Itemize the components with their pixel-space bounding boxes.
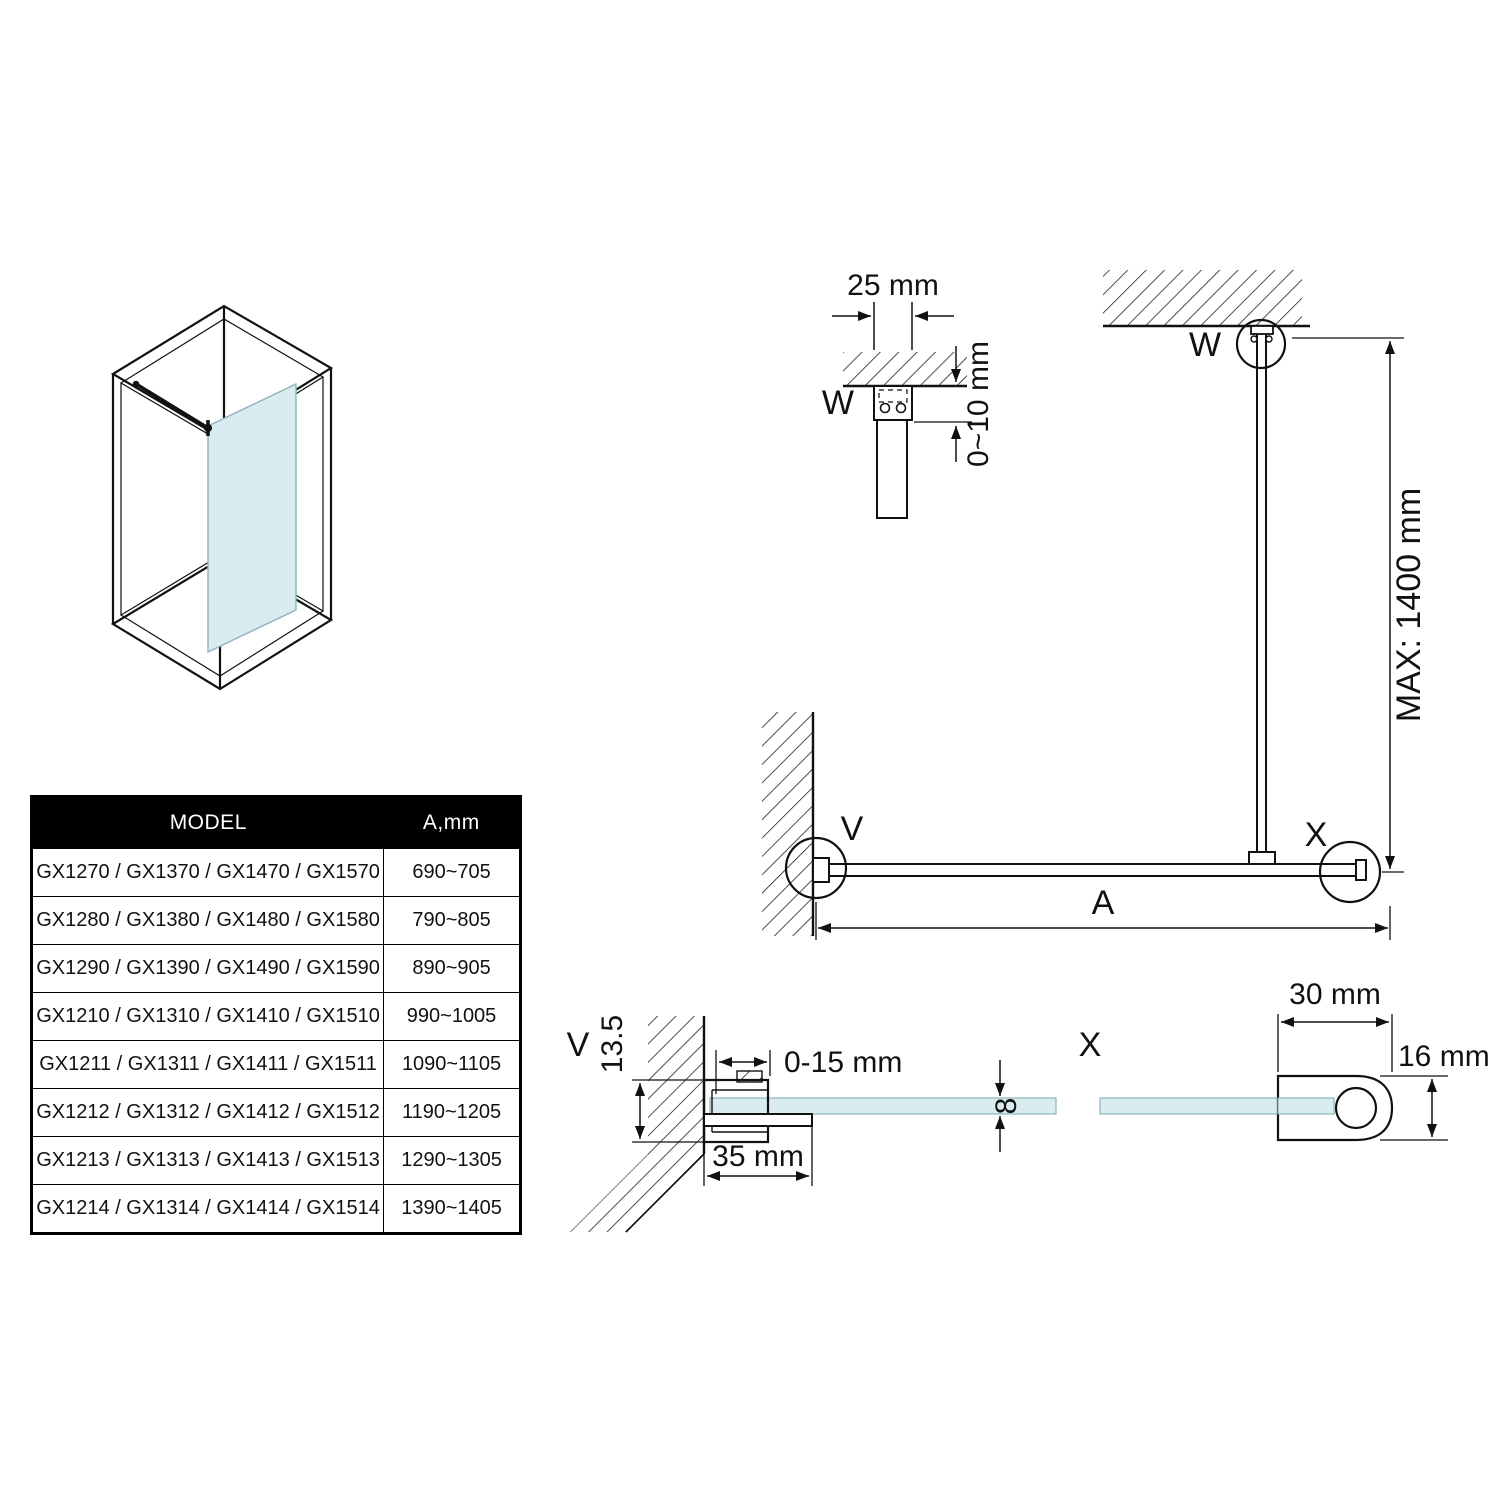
model-cell: GX1210 / GX1310 / GX1410 / GX1510	[30, 992, 385, 1041]
detail-callout-x-circle	[1318, 840, 1382, 904]
dimension-cell: 990~1005	[383, 992, 521, 1041]
isometric-view	[110, 304, 334, 691]
table-row: GX1210 / GX1310 / GX1410 / GX1510 990~10…	[30, 992, 521, 1041]
dimension-cell: 1390~1405	[383, 1184, 521, 1234]
detail-w-label: W	[822, 384, 854, 422]
table-row: GX1290 / GX1390 / GX1490 / GX1590 890~90…	[30, 944, 521, 993]
wall-hatch	[762, 712, 813, 936]
bottom-flange	[703, 1113, 813, 1127]
dimension-cell: 690~705	[383, 848, 521, 897]
table-row: GX1270 / GX1370 / GX1470 / GX1570 690~70…	[30, 848, 521, 897]
support-bar	[132, 380, 212, 436]
end-cap-nub	[1355, 859, 1367, 881]
dim-8mm-label: 8	[990, 1098, 1023, 1115]
screw-icon	[879, 402, 891, 414]
dim-25mm-label: 25 mm	[847, 269, 939, 302]
model-column-header: MODEL	[31, 796, 384, 849]
dimension-cell: 1190~1205	[383, 1088, 521, 1137]
screw-icon	[1265, 335, 1273, 343]
elevation-view: W V X MAX: 1400 mm	[762, 270, 1428, 940]
dim-max-1400	[1292, 337, 1404, 873]
dim-0-15mm-label: 0-15 mm	[784, 1046, 902, 1079]
dimension-column-header: A,mm	[383, 796, 521, 849]
table-row: GX1211 / GX1311 / GX1411 / GX1511 1090~1…	[30, 1040, 521, 1089]
dim-25mm	[832, 302, 954, 350]
dim-13-5-label: 13.5	[596, 1015, 629, 1073]
model-cell: GX1212 / GX1312 / GX1412 / GX1512	[30, 1088, 385, 1137]
dim-35mm	[703, 1126, 813, 1186]
detail-callout-w-circle	[1235, 318, 1287, 370]
detail-x: X 30 mm 16 mm	[1079, 978, 1490, 1142]
dim-0-10mm	[914, 346, 972, 462]
glass-section	[1099, 1097, 1279, 1115]
dim-0-15mm	[715, 1050, 771, 1094]
round-bar-end	[1334, 1086, 1378, 1130]
model-cell: GX1270 / GX1370 / GX1470 / GX1570	[30, 848, 385, 897]
model-cell: GX1280 / GX1380 / GX1480 / GX1580	[30, 896, 385, 945]
table-row: GX1280 / GX1380 / GX1480 / GX1580 790~80…	[30, 896, 521, 945]
detail-v: V 0-15 mm	[567, 1015, 1057, 1233]
elevation-v-label: V	[841, 810, 864, 848]
set-screw	[736, 1070, 763, 1083]
dim-16mm-label: 16 mm	[1398, 1040, 1490, 1073]
ceiling-hatch	[843, 352, 967, 386]
table-header-row: MODEL A,mm	[31, 796, 521, 849]
detail-callout-v-circle	[784, 836, 848, 900]
detail-x-label: X	[1079, 1026, 1102, 1064]
dim-a	[815, 902, 1391, 940]
model-cell: GX1213 / GX1313 / GX1413 / GX1513	[30, 1136, 385, 1185]
dimension-cell: 790~805	[383, 896, 521, 945]
glass-top-edge	[812, 863, 1357, 877]
support-bar	[1248, 325, 1276, 866]
dim-30mm	[1277, 1014, 1393, 1072]
dim-max-1400-label: MAX: 1400 mm	[1390, 488, 1428, 722]
ceiling-hatch	[1103, 270, 1302, 326]
screw-icon	[1250, 335, 1258, 343]
glass-panel	[207, 382, 297, 654]
model-cell: GX1290 / GX1390 / GX1490 / GX1590	[30, 944, 385, 993]
dimension-cell: 1090~1105	[383, 1040, 521, 1089]
wall-hatch-lower	[570, 1154, 704, 1232]
model-table: MODEL A,mm GX1270 / GX1370 / GX1470 / GX…	[30, 795, 522, 1235]
glass-section	[709, 1097, 1057, 1115]
screw-icon	[895, 402, 907, 414]
wall-profile-nub	[812, 857, 830, 883]
table-row: GX1213 / GX1313 / GX1413 / GX1513 1290~1…	[30, 1136, 521, 1185]
ceiling-bracket	[873, 385, 913, 421]
glass-slot	[1277, 1097, 1335, 1115]
dim-35mm-label: 35 mm	[712, 1140, 804, 1173]
dim-a-label: A	[1092, 884, 1115, 922]
dim-0-10mm-label: 0~10 mm	[962, 341, 995, 467]
table-row: GX1212 / GX1312 / GX1412 / GX1512 1190~1…	[30, 1088, 521, 1137]
detail-v-label: V	[567, 1026, 590, 1064]
dim-30mm-label: 30 mm	[1289, 978, 1381, 1011]
detail-w: 25 mm 0~10 mm W	[822, 269, 995, 519]
elevation-x-label: X	[1305, 816, 1328, 854]
dimension-cell: 1290~1305	[383, 1136, 521, 1185]
model-cell: GX1211 / GX1311 / GX1411 / GX1511	[30, 1040, 385, 1089]
dimension-cell: 890~905	[383, 944, 521, 993]
wall-hatch	[648, 1016, 704, 1154]
bar-section	[876, 419, 908, 519]
table-row: GX1214 / GX1314 / GX1414 / GX1514 1390~1…	[30, 1184, 521, 1234]
dim-16mm	[1380, 1075, 1448, 1141]
model-cell: GX1214 / GX1314 / GX1414 / GX1514	[30, 1184, 385, 1234]
wall-profile	[702, 1070, 813, 1144]
dim-13-5	[632, 1079, 704, 1143]
elevation-w-label: W	[1189, 326, 1221, 364]
